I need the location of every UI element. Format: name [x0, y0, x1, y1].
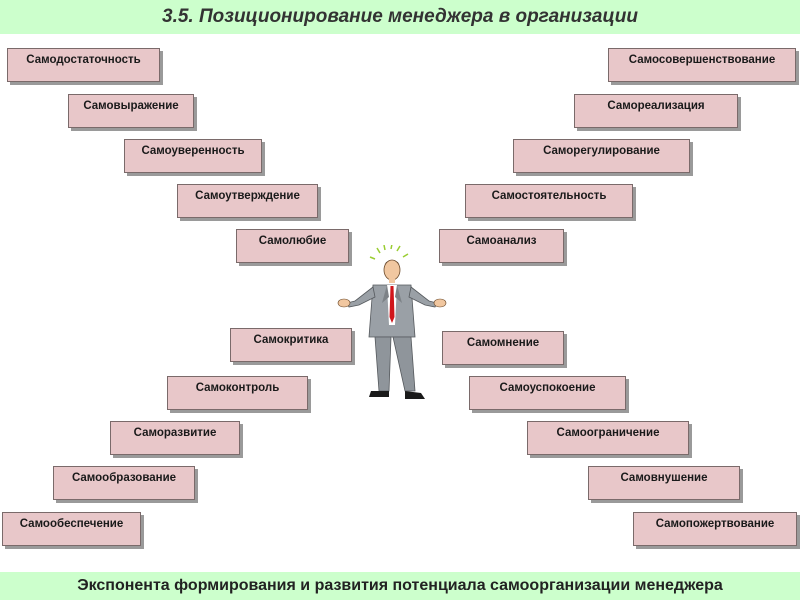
quality-box-left-lower-4: Самообразование	[53, 466, 195, 500]
quality-box-left-lower-1: Самокритика	[230, 328, 352, 362]
quality-box-left-lower-5: Самообеспечение	[2, 512, 141, 546]
confused-manager-icon	[337, 245, 447, 399]
quality-box-right-upper-5: Самоанализ	[439, 229, 564, 263]
quality-box-right-upper-1: Самосовершенствование	[608, 48, 796, 82]
page-title: 3.5. Позиционирование менеджера в органи…	[0, 0, 800, 34]
quality-box-right-upper-2: Самореализация	[574, 94, 738, 128]
quality-box-left-lower-3: Саморазвитие	[110, 421, 240, 455]
quality-box-left-upper-5: Самолюбие	[236, 229, 349, 263]
quality-box-right-upper-3: Саморегулирование	[513, 139, 690, 173]
quality-box-left-upper-1: Самодостаточность	[7, 48, 160, 82]
quality-box-left-upper-4: Самоутверждение	[177, 184, 318, 218]
quality-box-left-lower-2: Самоконтроль	[167, 376, 308, 410]
quality-box-right-lower-2: Самоуспокоение	[469, 376, 626, 410]
quality-box-right-lower-3: Самоограничение	[527, 421, 689, 455]
quality-box-right-lower-5: Самопожертвование	[633, 512, 797, 546]
quality-box-right-upper-4: Самостоятельность	[465, 184, 633, 218]
quality-box-left-upper-2: Самовыражение	[68, 94, 194, 128]
quality-box-right-lower-1: Самомнение	[442, 331, 564, 365]
quality-box-left-upper-3: Самоуверенность	[124, 139, 262, 173]
quality-box-right-lower-4: Самовнушение	[588, 466, 740, 500]
footer-caption: Экспонента формирования и развития потен…	[0, 572, 800, 600]
